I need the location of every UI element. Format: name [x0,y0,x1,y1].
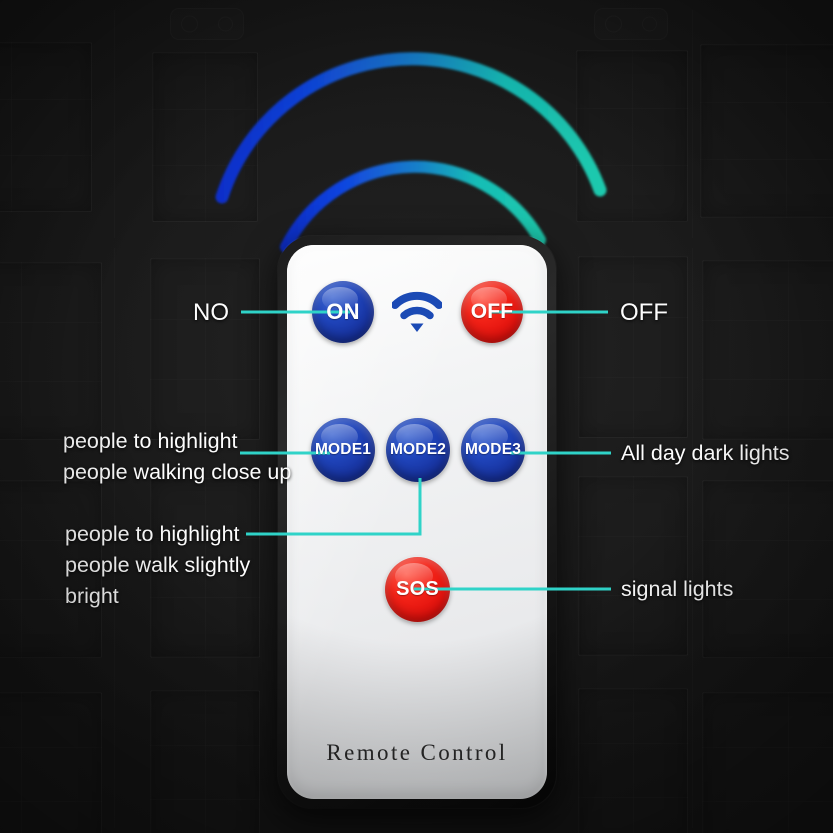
bg-panel-14 [150,690,260,833]
bg-panel-15 [578,688,688,833]
mode3-button-label: MODE3 [464,441,522,458]
annotation-mode2-line1: people to highlight [65,522,240,546]
sos-button-label: SOS [396,578,439,600]
annotation-on-text: NO [193,299,229,326]
bg-panel-13 [0,692,102,833]
bg-panel-5 [0,262,102,440]
bg-panel-7 [578,256,688,438]
bg-panel-8 [702,260,833,440]
annotation-sos: signal lights [621,574,733,605]
bg-panel-6 [150,258,260,440]
annotation-on: NO [193,297,229,328]
annotation-sos-text: signal lights [621,577,734,601]
signal-wave-arcs [215,52,607,260]
wifi-icon [392,291,442,332]
annotation-mode3: All day dark lights [621,438,790,469]
mode3-button[interactable]: MODE3 [461,418,525,482]
annotation-off-text: OFF [620,299,668,326]
annotation-off: OFF [620,297,668,328]
on-button[interactable]: ON [312,281,374,343]
annotation-mode2: people to highlight people walk slightly… [65,519,250,612]
annotation-mode1: people to highlight people walking close… [63,426,291,488]
mode1-button-label: MODE1 [314,441,372,458]
annotation-mode1-line2: people walking close up [63,460,292,484]
on-button-label: ON [326,299,360,324]
mode1-button[interactable]: MODE1 [311,418,375,482]
sos-button[interactable]: SOS [385,557,450,622]
bg-panel-16 [702,692,833,833]
remote-brand-label: Remote Control [326,740,508,765]
bg-seam-4 [692,248,693,828]
annotation-mode1-line1: people to highlight [63,429,238,453]
mode2-button[interactable]: MODE2 [386,418,450,482]
annotation-mode2-line2: people walk slightly [65,553,251,577]
annotation-mode3-text: All day dark lights [621,441,790,465]
off-button[interactable]: OFF [461,281,523,343]
off-button-label: OFF [470,300,514,323]
annotation-mode2-line3: bright [65,584,119,608]
mode2-button-label: MODE2 [389,441,447,458]
bg-panel-12 [702,480,833,658]
bg-panel-11 [578,476,688,656]
